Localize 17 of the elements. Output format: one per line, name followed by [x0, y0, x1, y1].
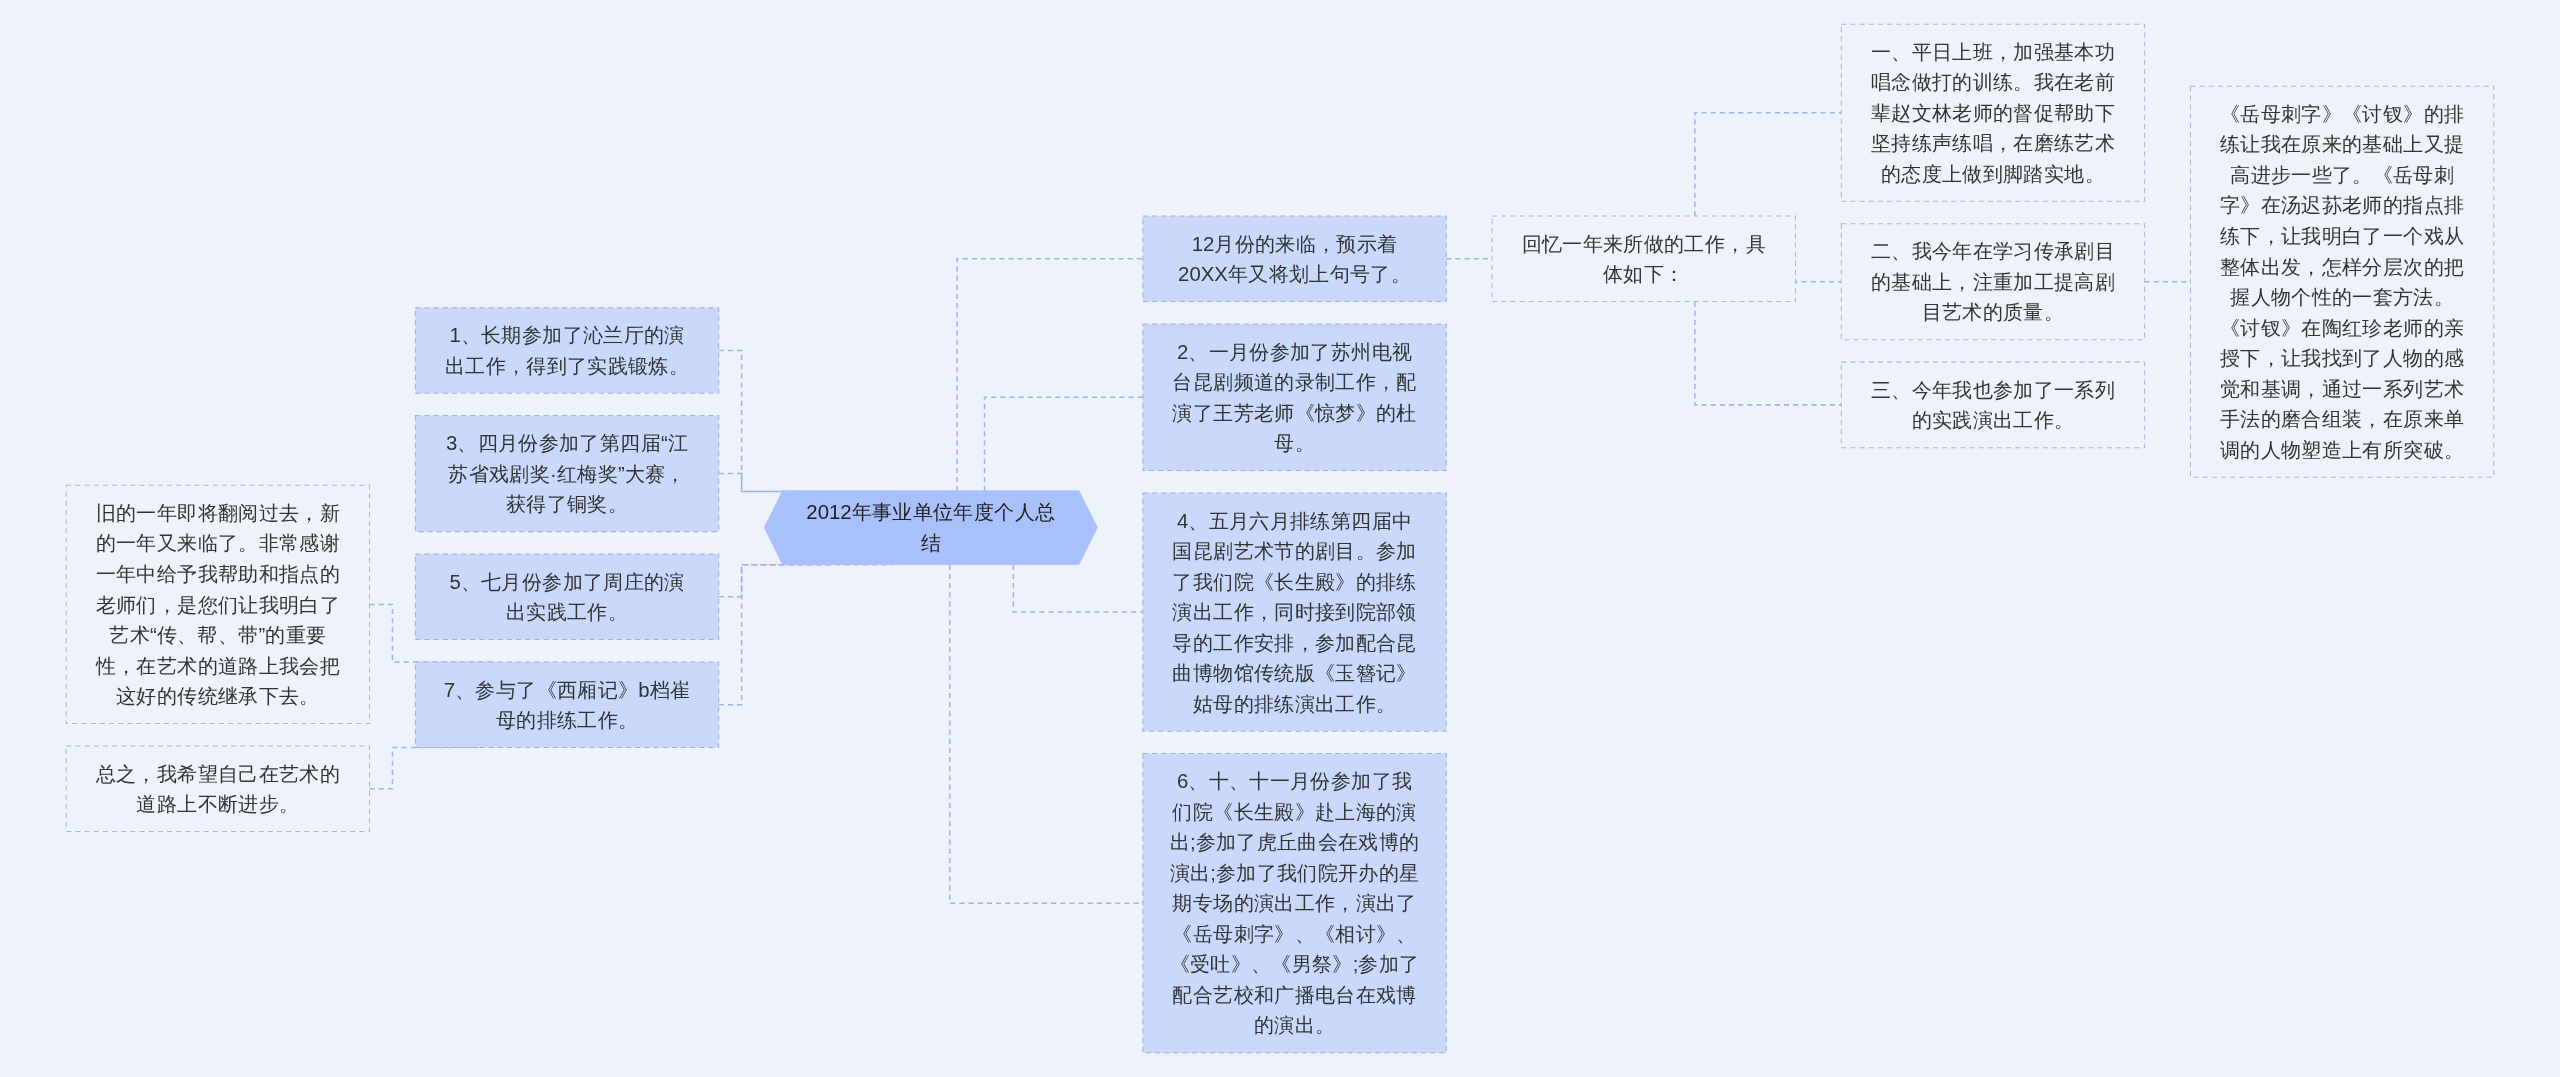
node-box: 旧的一年即将翻阅过去，新的一年又来临了。非常感谢一年中给予我帮助和指点的老师们，是您们让我明白了艺术“传、帮、带”的重要性，在艺术的道路上我会把这好的传统继承下去。 [65, 484, 371, 725]
node-box: 2、一月份参加了苏州电视台昆剧频道的录制工作，配演了王芳老师《惊梦》的杜母。 [1142, 323, 1447, 472]
connector [949, 563, 1144, 904]
node-box: 12月份的来临，预示着20XX年又将划上句号了。 [1142, 215, 1447, 303]
node-box: 3、四月份参加了第四届“江苏省戏剧奖·红梅奖”大赛，获得了铜奖。 [414, 415, 720, 533]
node-box: 7、参与了《西厢记》b档崔母的排练工作。 [414, 661, 720, 748]
node-box: 二、我今年在学习传承剧目的基础上，注重加工提高剧目艺术的质量。 [1840, 223, 2146, 341]
node-box: 6、十、十一月份参加了我们院《长生殿》赴上海的演出;参加了虎丘曲会在戏博的演出;参加了我们院开办的星期专场的演出工作，演出了《岳母刺字》、《相讨》、《受吐》、《男祭》;参加了配合艺校和广播电台在戏博的演出。 [1142, 753, 1447, 1054]
node-box: 三、今年我也参加了一系列的实践演出工作。 [1840, 361, 2146, 449]
node-box: 总之，我希望自己在艺术的道路上不断进步。 [65, 745, 371, 832]
connector [1012, 563, 1144, 613]
node-box: 回忆一年来所做的工作，具体如下： [1491, 215, 1796, 303]
node-box: 《岳母刺字》《讨钗》的排练让我在原来的基础上又提高进步一些了。《岳母刺字》在汤迟荪老师的指点排练下，让我明白了一个戏从整体出发，怎样分层次的把握人物个性的一套方法。《讨钗》在陶红珍老师的亲授下，让我找到了人物的感觉和基调，通过一系列艺术手法的磨合组装，在原来单调的人物塑造上有所突破。 [2189, 85, 2495, 478]
node-box: 4、五月六月排练第四届中国昆剧艺术节的剧目。参加了我们院《长生殿》的排练演出工作，同时接到院部领导的工作安排，参加配合昆曲博物馆传统版《玉簪记》姑母的排练演出工作。 [1142, 492, 1447, 732]
node-box: 5、七月份参加了周庄的演出实践工作。 [414, 553, 720, 641]
node-box: 一、平日上班，加强基本功唱念做打的训练。我在老前辈赵文林老师的督促帮助下坚持练声练唱，在磨练艺术的态度上做到脚踏实地。 [1840, 23, 2146, 202]
node-box: 1、长期参加了沁兰厅的演出工作，得到了实践锻炼。 [414, 307, 720, 394]
